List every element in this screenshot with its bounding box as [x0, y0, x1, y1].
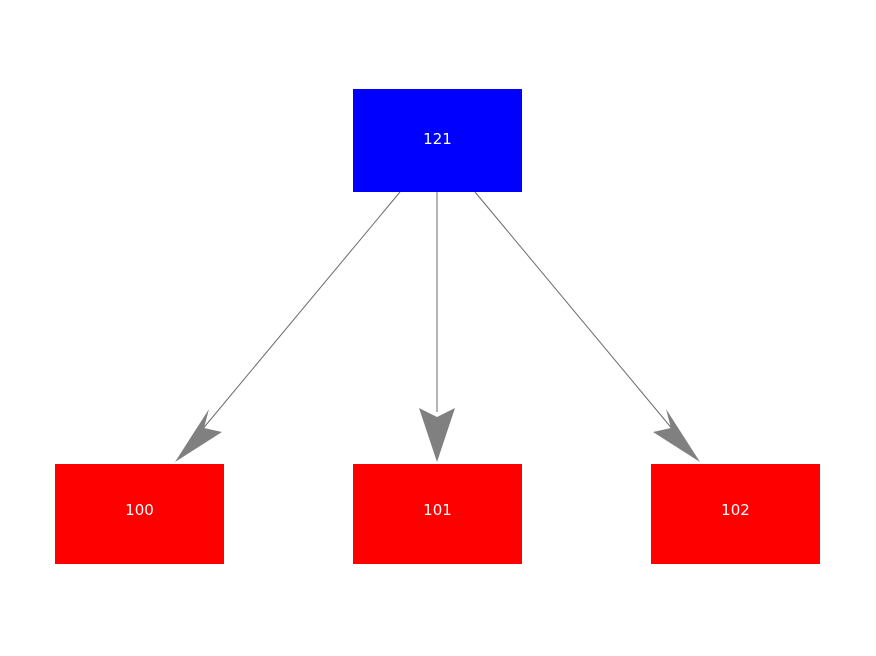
graph-node-121[interactable]: 121 [353, 89, 522, 192]
node-label: 101 [423, 500, 452, 519]
edge-line [195, 191, 401, 438]
arrowhead-icon [175, 409, 222, 462]
node-label: 100 [125, 500, 154, 519]
graph-node-102[interactable]: 102 [651, 464, 820, 564]
edge-line [474, 191, 680, 438]
edge-121-100 [175, 191, 401, 462]
edge-121-101 [419, 192, 455, 462]
node-label: 102 [721, 500, 750, 519]
node-label: 121 [423, 130, 452, 148]
graph-node-100[interactable]: 100 [55, 464, 224, 564]
edge-121-102 [474, 191, 700, 462]
arrowhead-icon [653, 409, 700, 462]
graph-node-101[interactable]: 101 [353, 464, 522, 564]
arrowhead-icon [419, 408, 455, 462]
